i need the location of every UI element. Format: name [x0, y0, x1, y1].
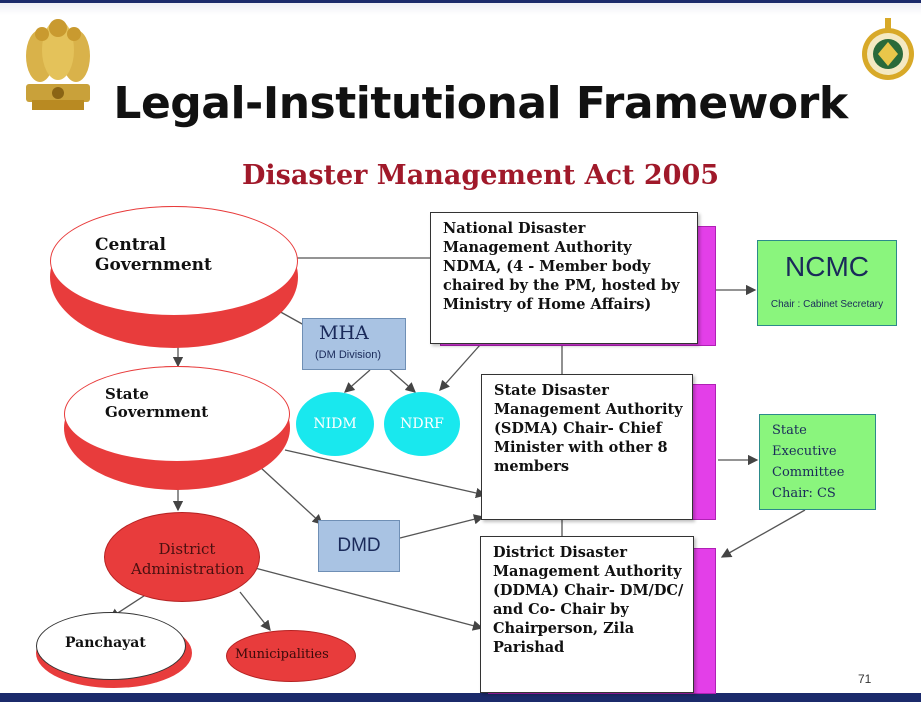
top-accent-bar [0, 3, 921, 15]
edge-state-dmd [259, 466, 323, 525]
edge-state-sdma [284, 449, 487, 499]
slide-subtitle: Disaster Management Act 2005 [241, 160, 720, 191]
edge-district-municipalities [239, 591, 271, 632]
district-administration-label: District Administration [131, 540, 245, 578]
dmd-box: DMD [318, 520, 400, 572]
top-border-bar [0, 0, 921, 3]
edge-mha-ndrf [389, 369, 416, 393]
panchayat-label: Panchayat [65, 635, 146, 651]
ndma-box: National Disaster Management Authority N… [430, 212, 698, 344]
sdma-box: State Disaster Management Authority (SDM… [481, 374, 693, 520]
sec-box: State Executive Committee Chair: CS [759, 414, 876, 510]
ndma-text: National Disaster Management Authority N… [443, 220, 680, 313]
municipalities-node: Municipalities [226, 630, 356, 682]
ncmc-box: NCMC Chair : Cabinet Secretary [757, 240, 897, 326]
national-emblem-icon [20, 14, 96, 112]
bottom-border-bar [0, 693, 921, 702]
district-administration-node: District Administration [104, 512, 260, 602]
ddma-box: District Disaster Management Authority (… [480, 536, 694, 693]
edge-dmd-sdma [399, 514, 485, 539]
central-government-node: Central Government [50, 206, 298, 316]
panchayat-node: Panchayat [36, 612, 186, 680]
mha-subtitle: (DM Division) [315, 349, 381, 361]
edge-district-ddma [254, 567, 484, 631]
ncmc-title: NCMC [785, 251, 869, 282]
nidm-seal-icon [860, 14, 916, 90]
slide-title: Legal-Institutional Framework [113, 78, 848, 129]
ndrf-node: NDRF [384, 392, 460, 456]
mha-box: MHA (DM Division) [302, 318, 406, 370]
state-government-node: State Government [64, 366, 290, 462]
ncmc-subtitle: Chair : Cabinet Secretary [770, 299, 884, 310]
sec-text: State Executive Committee Chair: CS [772, 423, 845, 501]
central-government-label: Central Government [95, 235, 212, 275]
nidm-node: NIDM [296, 392, 374, 456]
ddma-text: District Disaster Management Authority (… [493, 544, 684, 656]
edge-sec-ddma [720, 509, 806, 558]
mha-title: MHA [319, 322, 369, 344]
dmd-label: DMD [337, 535, 381, 556]
sdma-text: State Disaster Management Authority (SDM… [494, 382, 683, 475]
municipalities-label: Municipalities [235, 647, 329, 662]
page-number: 71 [858, 672, 872, 686]
state-government-label: State Government [105, 385, 209, 421]
edge-mha-nidm [344, 369, 371, 393]
edge-ndma-ndrf [439, 344, 481, 391]
nidm-label: NIDM [313, 416, 357, 432]
ndrf-label: NDRF [400, 416, 444, 432]
